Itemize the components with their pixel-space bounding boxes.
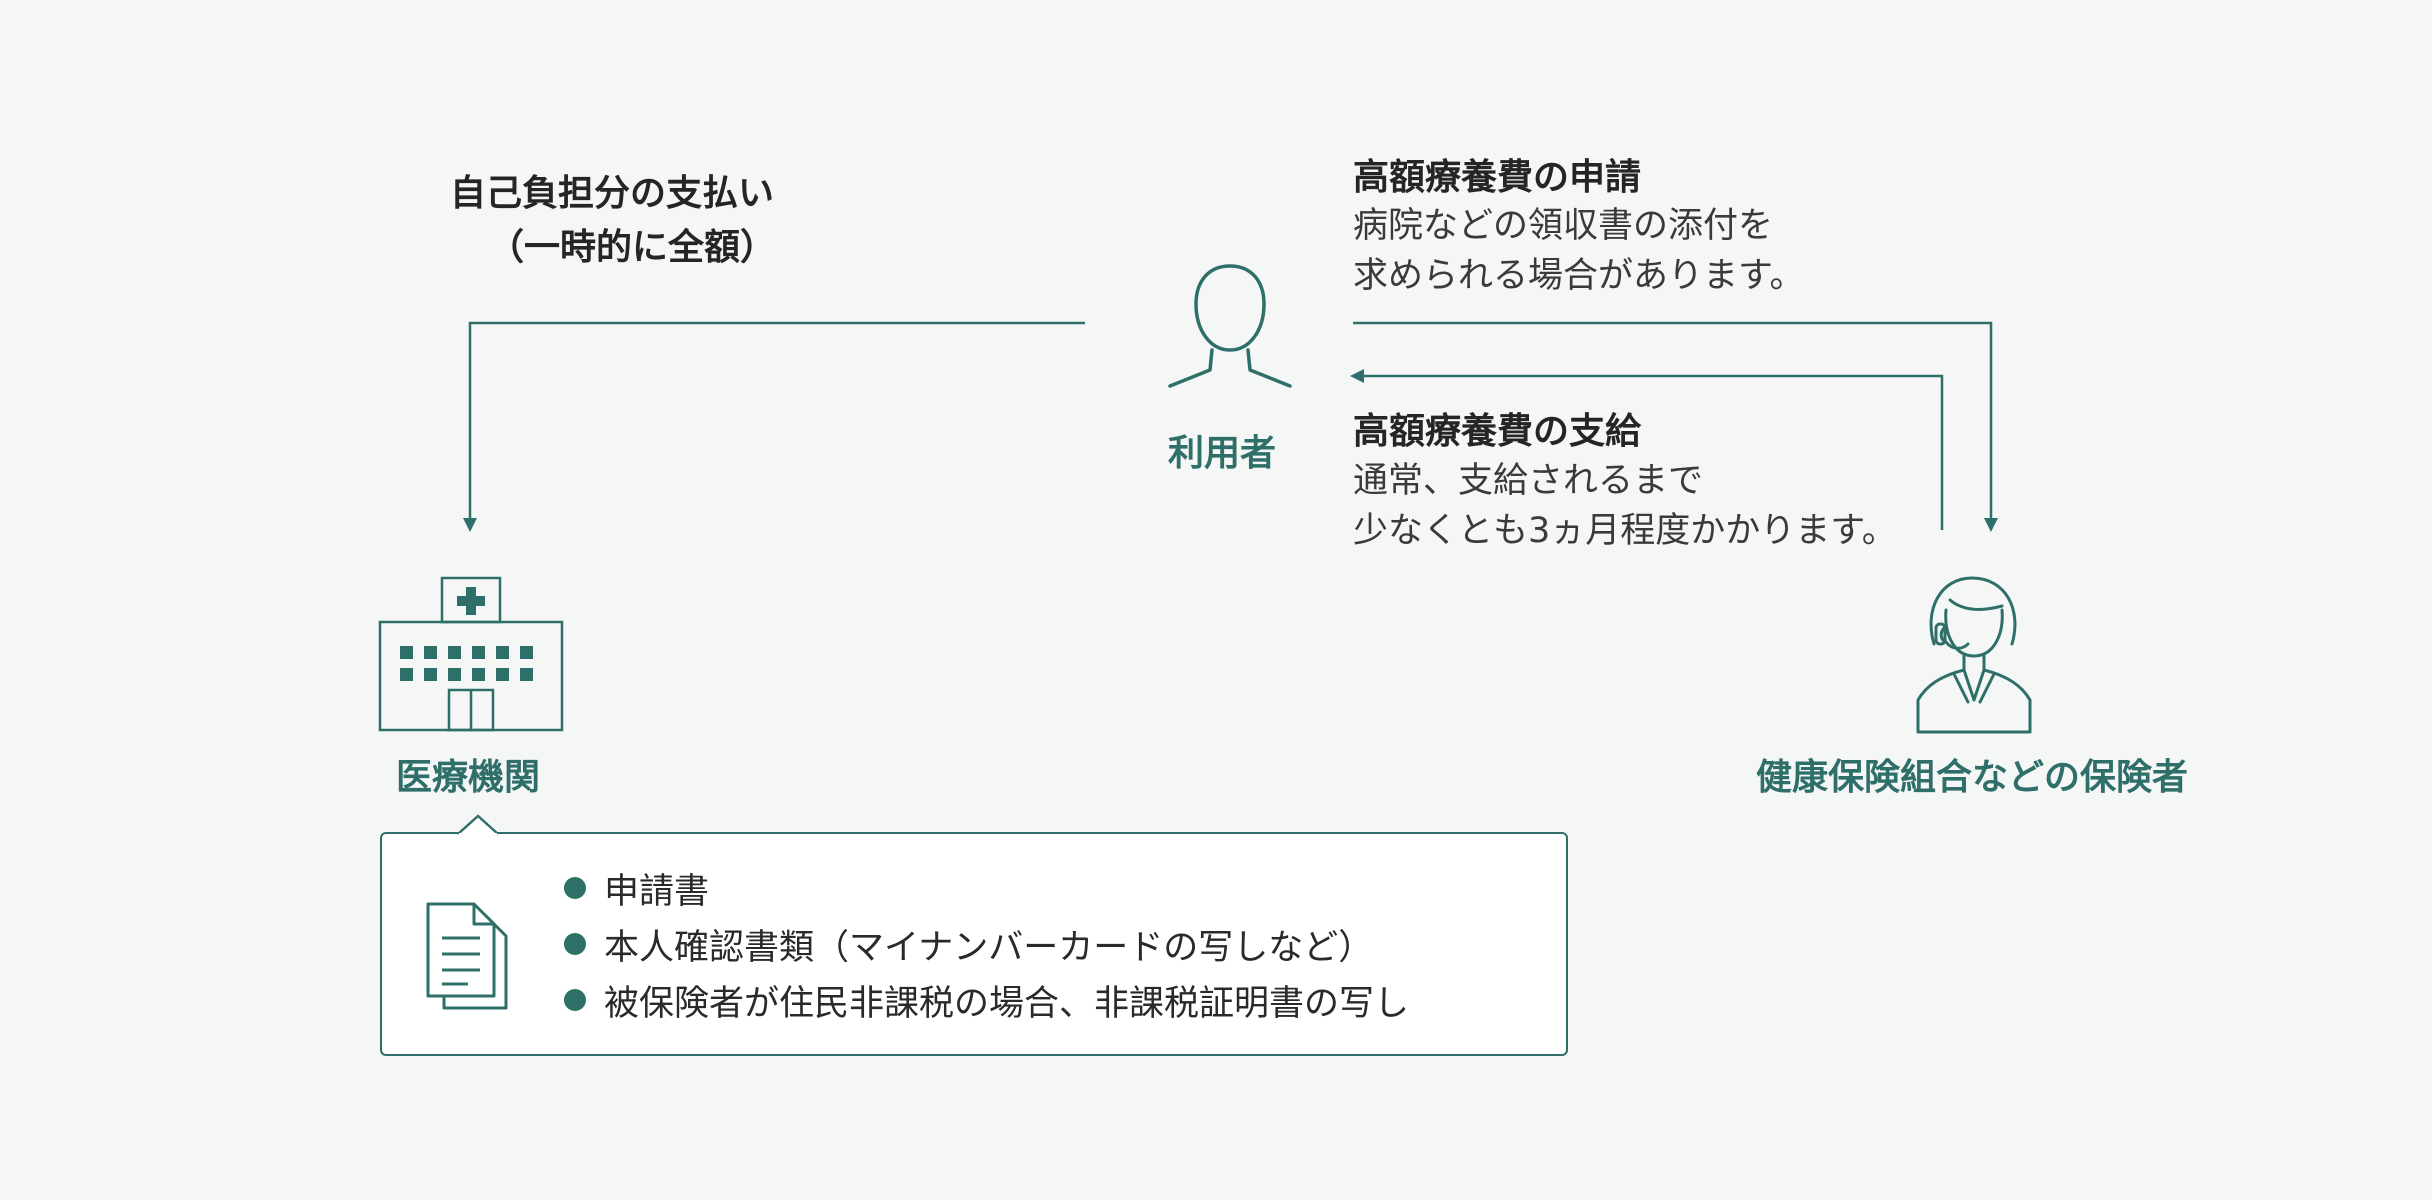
operator-headset-icon [1916,576,2032,734]
hospital-icon [378,576,564,732]
application-arrowhead [1984,518,1998,532]
payment-title: 自己負担分の支払い [450,173,775,214]
payment-arrowhead [463,518,477,532]
application-title: 高額療養費の申請 [1353,157,1642,198]
application-line-2: 求められる場合があります。 [1353,256,1805,296]
documents-icon [426,902,508,1010]
benefit-arrowhead [1350,369,1364,383]
list-item: 申請書 [564,862,709,914]
benefit-line-2: 少なくとも3ヵ月程度かかります。 [1353,511,1897,551]
hospital-label: 医療機関 [396,757,541,798]
application-line-1: 病院などの領収書の添付を [1353,206,1774,246]
payment-note: （一時的に全額） [488,227,777,268]
list-item: 本人確認書類（マイナンバーカードの写しなど） [564,918,1373,970]
user-label: 利用者 [1168,433,1277,474]
box-pointer [457,814,499,836]
insurer-label: 健康保険組合などの保険者 [1756,757,2189,798]
document-item-3: 被保険者が住民非課税の場合、非課税証明書の写し [604,983,1410,1024]
list-item: 被保険者が住民非課税の場合、非課税証明書の写し [564,974,1409,1026]
document-item-2: 本人確認書類（マイナンバーカードの写しなど） [604,927,1374,968]
document-item-1: 申請書 [604,871,710,912]
person-icon [1168,264,1292,388]
benefit-line-1: 通常、支給されるまで [1353,461,1704,501]
required-documents-box: 申請書 本人確認書類（マイナンバーカードの写しなど） 被保険者が住民非課税の場合… [380,832,1568,1056]
benefit-arrow [1360,374,1944,530]
benefit-title: 高額療養費の支給 [1353,411,1642,452]
bullet-dot [564,989,586,1011]
bullet-dot [564,933,586,955]
application-arrow [1353,321,1993,524]
payment-arrow [468,321,1085,524]
bullet-dot [564,877,586,899]
